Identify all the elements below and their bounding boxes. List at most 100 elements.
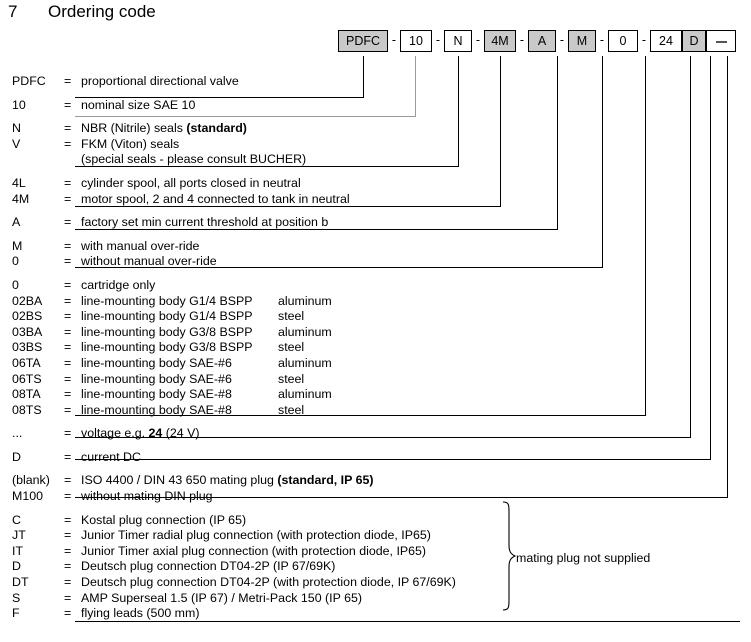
legend-code: 02BS (12, 309, 43, 324)
legend-description: Kostal plug connection (IP 65) (81, 512, 247, 527)
legend-equals: = (64, 277, 72, 292)
legend-row: M100=without mating DIN plug (0, 489, 751, 505)
legend-description: cylinder spool, all ports closed in neut… (81, 175, 301, 190)
legend-description: flying leads (500 mm) (81, 606, 200, 621)
legend-group-gap (0, 418, 751, 426)
legend-equals: = (64, 590, 72, 605)
legend-row: JT = Junior Timer radial plug connection (… (0, 528, 751, 544)
legend-material: aluminum (278, 293, 332, 308)
legend-row: DT = Deutsch plug connection DT04-2P (with… (0, 575, 751, 591)
legend-description-emphasis: (standard) (186, 121, 247, 136)
legend-code: M (12, 238, 23, 253)
legend-description: Deutsch plug connection DT04-2P (IP 67/6… (81, 559, 336, 574)
legend-description: line-mounting body G3/8 BSPP (81, 340, 253, 355)
legend-code: DT (12, 575, 29, 590)
legend-description: current DC (81, 449, 141, 464)
legend-equals: = (64, 512, 72, 527)
legend-description: nominal size SAE 10 (81, 97, 196, 112)
legend-group-gap (0, 90, 751, 98)
legend-row: (special seals - please consult BUCHER) (0, 152, 751, 168)
legend-description: with manual over-ride (81, 238, 200, 253)
legend-description: without manual over-ride (81, 254, 217, 269)
code-separator: - (641, 33, 647, 47)
legend-equals: = (64, 175, 72, 190)
code-box-24: 24 (650, 30, 682, 52)
legend-material: steel (278, 402, 305, 417)
legend-code: 10 (12, 97, 26, 112)
page-heading: 7 Ordering code (0, 0, 751, 30)
code-box-d: D (682, 30, 706, 52)
legend-code: F (12, 606, 20, 621)
legend-equals: = (64, 559, 72, 574)
legend-code: V (12, 136, 21, 151)
legend-row: C = Kostal plug connection (IP 65) (0, 513, 751, 529)
legend-code: 03BS (12, 340, 43, 355)
legend-description: voltage e.g. 24 (24 V) (81, 426, 200, 441)
legend-code: 4M (12, 191, 30, 206)
legend-equals: = (64, 254, 72, 269)
legend-row: ...=voltage e.g. 24 (24 V) (0, 426, 751, 442)
legend-group-gap (0, 207, 751, 215)
code-separator: - (475, 33, 481, 47)
legend-equals: = (64, 402, 72, 417)
legend-description: ISO 4400 / DIN 43 650 mating plug (stand… (81, 473, 374, 488)
legend-row: N=NBR (Nitrile) seals (standard) (0, 121, 751, 137)
legend-description: Junior Timer axial plug connection (with… (81, 543, 427, 558)
legend-equals: = (64, 293, 72, 308)
legend-description: line-mounting body SAE-#6 (81, 371, 232, 386)
legend-equals: = (64, 74, 72, 88)
legend-code: D (12, 449, 21, 464)
code-separator: - (435, 33, 441, 47)
legend-code: C (12, 512, 21, 527)
legend-row: (blank)=ISO 4400 / DIN 43 650 mating plu… (0, 473, 751, 489)
legend-description: line-mounting body SAE-#8 (81, 402, 232, 417)
legend-code: N (12, 121, 21, 136)
legend-description: line-mounting body SAE-#8 (81, 387, 232, 402)
legend-equals: = (64, 387, 72, 402)
legend-description: proportional directional valve (81, 74, 239, 88)
legend-row: IT=Junior Timer axial plug connection (w… (0, 544, 751, 560)
legend-description: factory set min current threshold at pos… (81, 215, 329, 230)
legend-description: AMP Superseal 1.5 (IP 67) / Metri-Pack 1… (81, 590, 362, 605)
legend-row: 0=cartridge only (0, 278, 751, 294)
legend-description: Junior Timer radial plug connection (wit… (81, 528, 431, 543)
legend-code: 0 (12, 277, 19, 292)
legend-code: (blank) (12, 473, 50, 488)
legend-row: 10=nominal size SAE 10 (0, 98, 751, 114)
legend-equals: = (64, 575, 72, 590)
legend-code: 06TS (12, 371, 42, 386)
legend-description-emphasis: 24 (148, 426, 163, 441)
legend-group-gap (0, 113, 751, 121)
legend-equals: = (64, 309, 72, 324)
legend-row: A=factory set min current threshold at p… (0, 215, 751, 231)
blank-underscore (715, 41, 727, 43)
code-box-m: M (568, 30, 596, 52)
legend-equals: = (64, 543, 72, 558)
legend-row: 4L=cylinder spool, all ports closed in n… (0, 176, 751, 192)
legend-equals: = (64, 606, 72, 621)
legend-row: 4M=motor spool, 2 and 4 connected to tan… (0, 192, 751, 208)
legend-row: S=AMP Superseal 1.5 (IP 67) / Metri-Pack… (0, 591, 751, 607)
legend-code: JT (12, 528, 26, 543)
legend-code: 0 (12, 254, 19, 269)
legend-equals: = (64, 371, 72, 386)
legend-description: Deutsch plug connection DT04-2P (with pr… (81, 575, 456, 590)
legend-description: (special seals - please consult BUCHER) (81, 152, 307, 167)
legend-equals: = (64, 136, 72, 151)
legend-description: FKM (Viton) seals (81, 136, 180, 151)
legend-material: aluminum (278, 324, 332, 339)
legend-code: 08TA (12, 387, 41, 402)
mating-plug-note: mating plug not supplied (516, 551, 651, 565)
legend-equals: = (64, 528, 72, 543)
legend-code: 03BA (12, 324, 43, 339)
code-box-n: N (444, 30, 472, 52)
